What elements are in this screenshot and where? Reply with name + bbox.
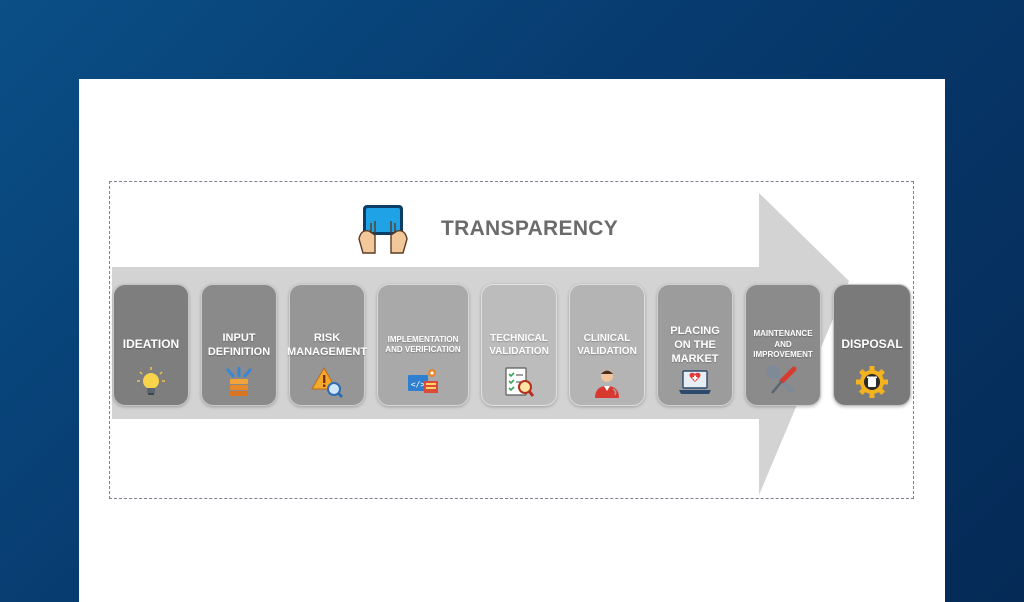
step-label: INPUT DEFINITION (207, 331, 271, 358)
step-label: PLACING ON THE MARKET (670, 324, 720, 366)
step-label: TECHNICAL VALIDATION (489, 333, 549, 357)
step-placing-market: PLACING ON THE MARKET (657, 284, 733, 406)
laptop-medical-icon (678, 365, 712, 399)
step-maintenance-improvement: MAINTENANCE AND IMPROVEMENT (745, 284, 821, 406)
page-title: TRANSPARENCY (441, 217, 619, 240)
svg-text:</>: </> (411, 380, 426, 389)
step-label: CLINICAL VALIDATION (577, 333, 637, 357)
step-label: IDEATION (122, 337, 180, 352)
doctor-icon (590, 365, 624, 399)
step-label: DISPOSAL (841, 337, 903, 352)
step-clinical-validation: CLINICAL VALIDATION (569, 284, 645, 406)
figure-panel: TRANSPARENCY IDEATION INPUT DEFINITION RIS… (79, 79, 945, 602)
step-label: MAINTENANCE AND IMPROVEMENT (753, 329, 813, 360)
process-arrow (112, 193, 849, 495)
dashed-frame (109, 181, 914, 499)
tablet-touch-icon (355, 199, 411, 260)
data-input-icon (222, 365, 256, 399)
code-monitor-icon: </> (406, 365, 440, 399)
wrench-screwdriver-icon (766, 365, 800, 399)
disposal-gear-icon (855, 365, 889, 399)
step-ideation: IDEATION (113, 284, 189, 406)
step-label: IMPLEMENTATION AND VERIFICATION (385, 334, 461, 354)
lightbulb-icon (134, 365, 168, 399)
step-technical-validation: TECHNICAL VALIDATION (481, 284, 557, 406)
risk-warning-icon (310, 365, 344, 399)
step-disposal: DISPOSAL (833, 284, 911, 406)
step-input-definition: INPUT DEFINITION (201, 284, 277, 406)
step-label: RISK MANAGEMENT (286, 331, 368, 358)
title-group: TRANSPARENCY (355, 199, 618, 259)
checklist-magnifier-icon (502, 365, 536, 399)
step-risk-management: RISK MANAGEMENT (286, 284, 368, 406)
step-implementation-verification: IMPLEMENTATION AND VERIFICATION </> (377, 284, 469, 406)
